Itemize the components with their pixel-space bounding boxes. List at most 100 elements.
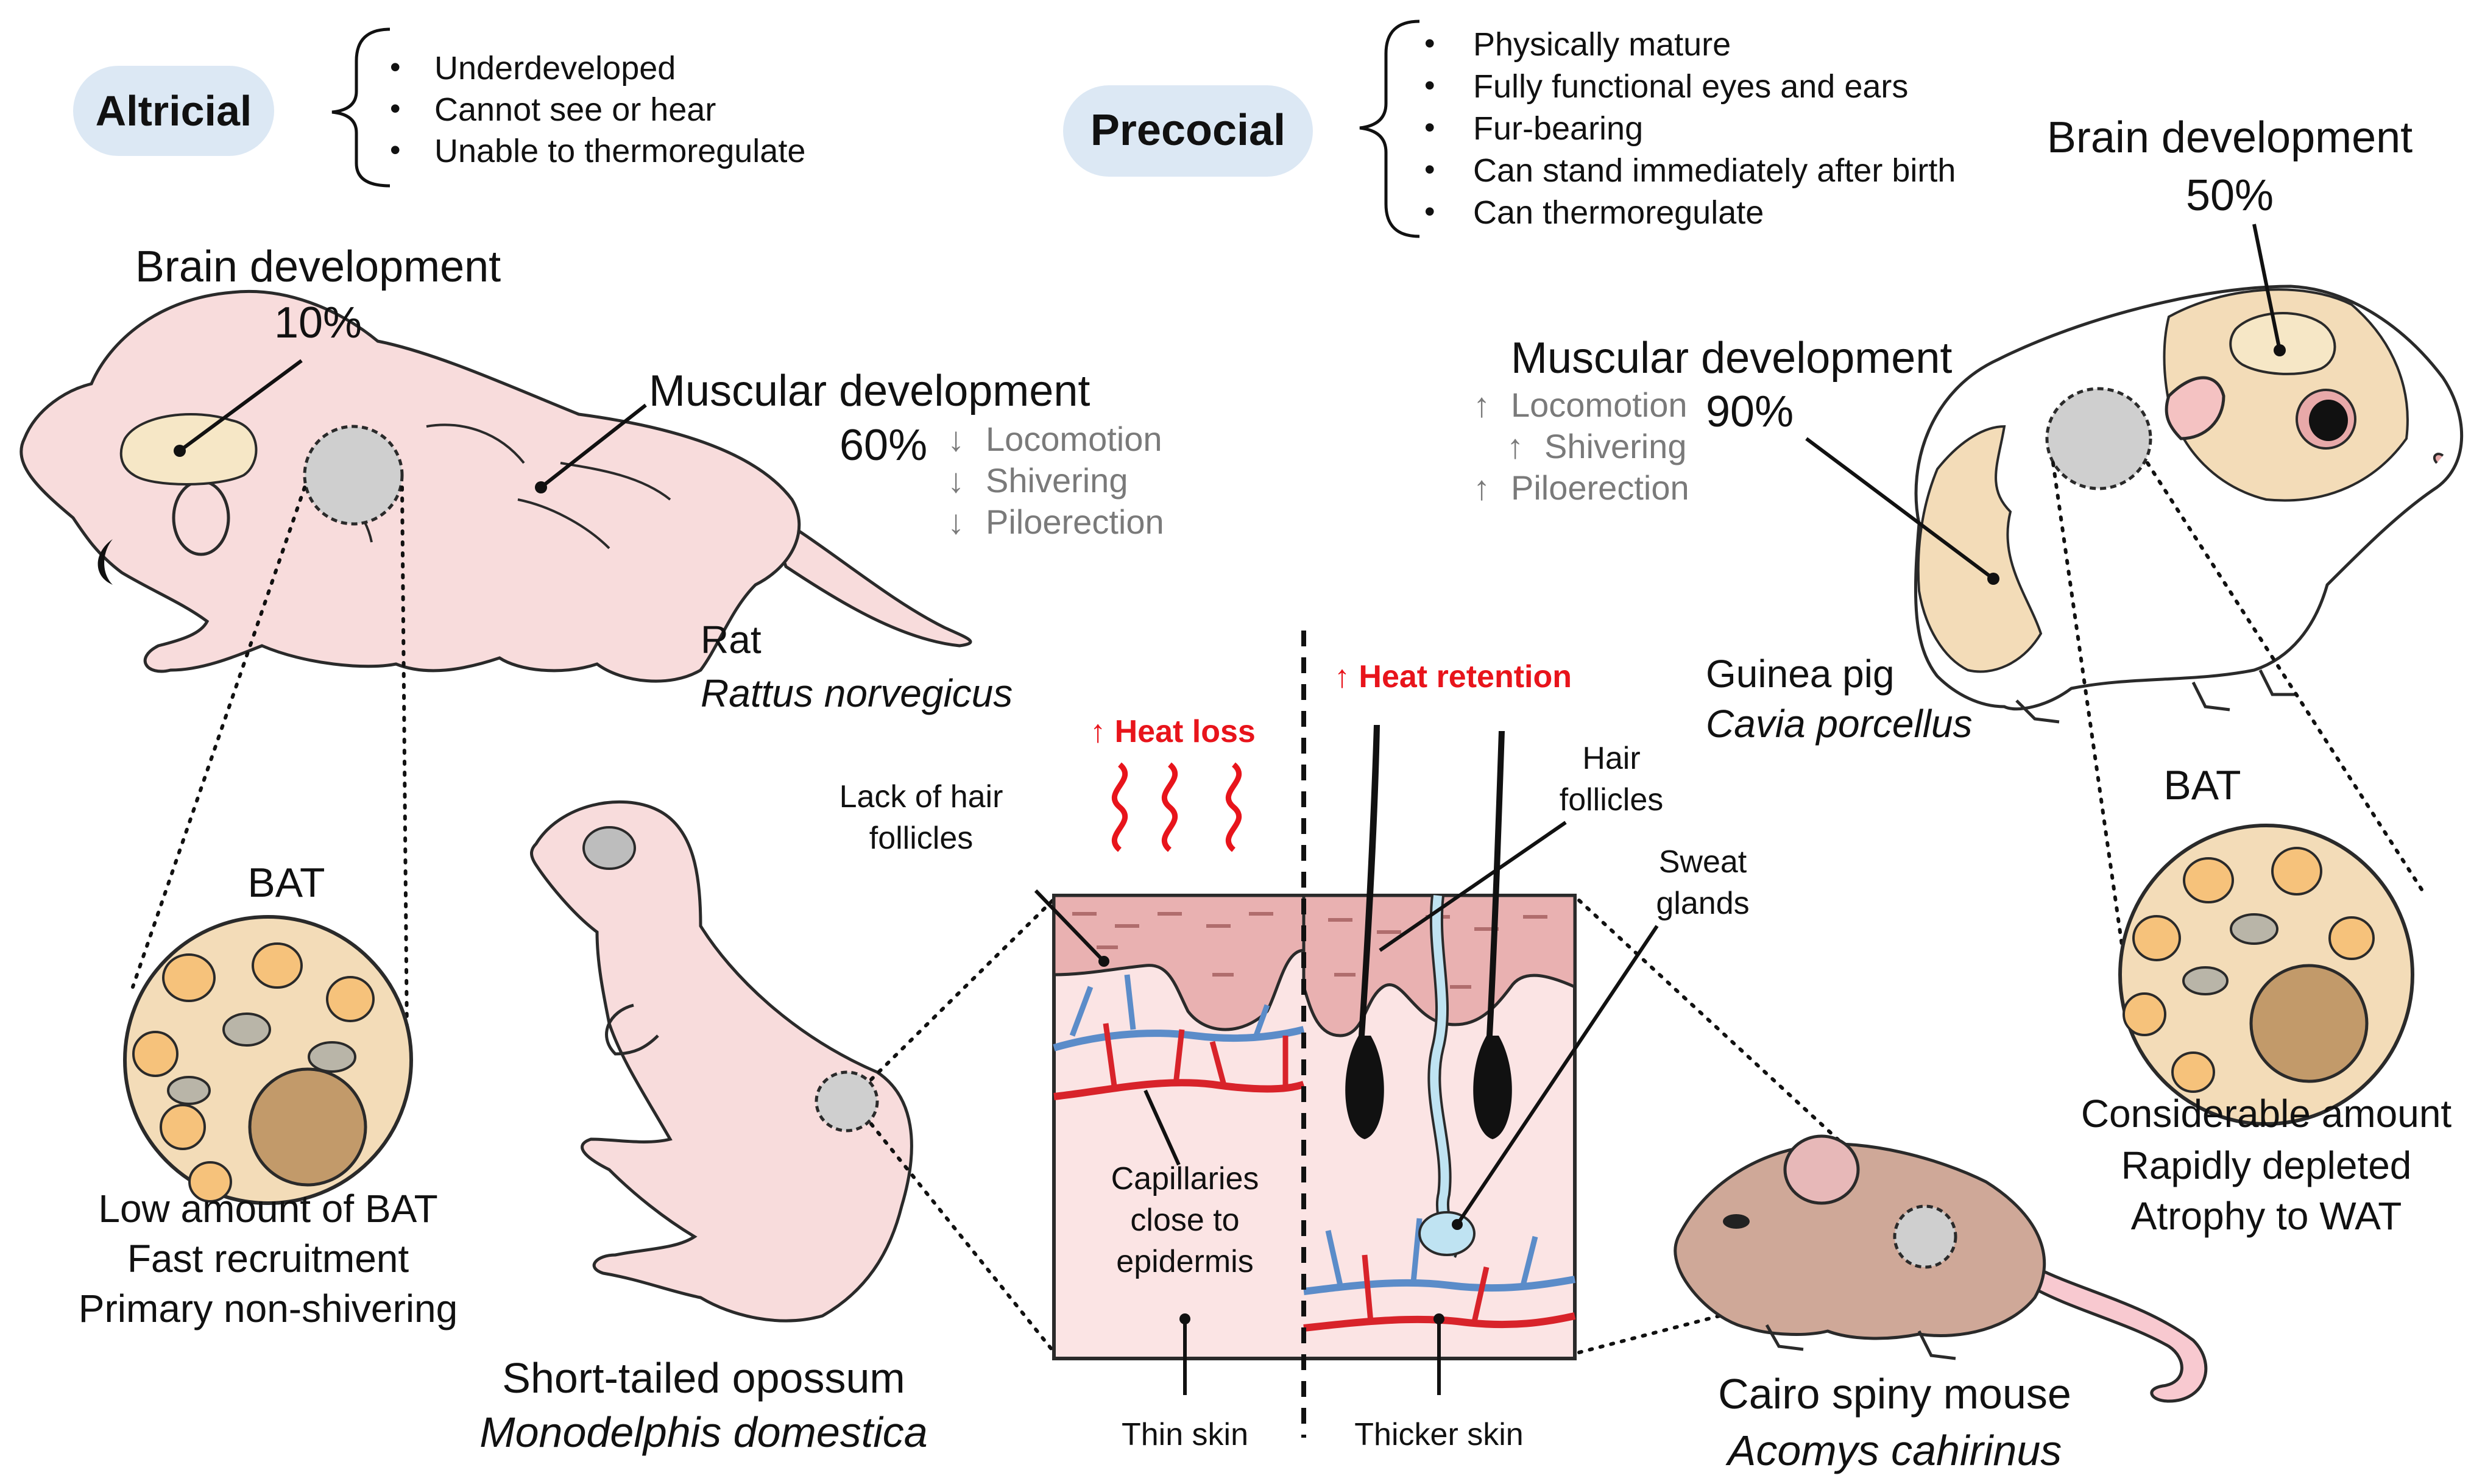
rat-name: Rat [701,618,762,662]
rat-illustration [19,289,972,683]
rat-bat-adipocyte [160,1104,206,1150]
skin-vessel-red [1053,1079,1305,1100]
guinea-pig-nose [2433,453,2444,464]
guinea-pig-muscle-value: 90% [1706,387,1794,436]
lack-hair-label: follicles [869,821,974,856]
rat-bat-mitochondrion [167,1076,211,1105]
guinea-pig-effect: Locomotion [1511,386,1688,424]
thin-skin-leader-dot [1179,1313,1190,1324]
altricial-brace [331,27,391,188]
skin-epidermis-thin [1052,894,1306,1031]
guinea-pig-pupil [2309,400,2348,441]
rat-bat-note: Low amount of BAT [98,1187,437,1231]
rat-brain-leader [179,359,303,453]
precocial-bullet: • [1424,152,1435,186]
rat-ear [172,479,230,556]
opossum-arm [605,1003,659,1056]
guinea-pig-bat-adipocyte [2271,847,2322,896]
rat-bat-mitochondrion [308,1041,356,1073]
lack-hair-leader-dot [1098,956,1109,967]
guinea-pig-bat-note: Atrophy to WAT [2131,1194,2402,1238]
guinea-pig-effect-arrow: ↑ [1507,427,1524,465]
guinea-pig-bat-note: Considerable amount [2081,1092,2452,1136]
spiny-mouse-eye [1723,1214,1750,1229]
precocial-label: Precocial [1091,106,1285,155]
spiny-mouse-bat-location [1893,1204,1957,1269]
thin-skin-label: Thin skin [1122,1417,1248,1452]
rat-skin-fold [426,423,525,464]
rat-bat-adipocyte [132,1031,179,1077]
altricial-trait: Cannot see or hear [434,91,716,128]
guinea-pig-muscle-leader [1805,437,1995,581]
guinea-pig-bat-title: BAT [2163,762,2241,808]
rat-brain-title: Brain development [135,242,501,291]
rat-skin-fold [517,498,610,549]
rat-bat-zoom-line [400,486,409,1037]
guinea-pig-muscle-leader-dot [1987,573,1999,585]
opossum-eye [582,826,636,870]
rat-brain-leader-dot [174,445,186,457]
hair-shaft [1359,725,1380,1036]
precocial-bullet: • [1424,194,1435,228]
sweat-gland-coil [1418,1211,1476,1256]
guinea-pig-bat-zoom-line [2051,461,2128,977]
precocial-trait: Can stand immediately after birth [1473,152,1956,189]
guinea-pig-bat-note: Rapidly depleted [2121,1143,2412,1187]
precocial-bullet: • [1424,110,1435,144]
skin-vessel-blue [1069,974,1270,1040]
heat-wave-icon [1162,762,1178,852]
guinea-pig-bat-zoom [2051,461,2423,1126]
lack-hair-label: Lack of hair [840,779,1003,814]
guinea-pig-muscle-title: Muscular development [1511,334,1952,383]
altricial-trait: Underdeveloped [434,50,676,87]
rat-bat-adipocyte [162,953,216,1002]
opossum-zoom-line [869,896,1057,1081]
altricial-pill [73,66,274,156]
guinea-pig-bat-zoom-line [2146,461,2423,891]
guinea-pig-bat-adipocyte [2183,857,2234,903]
heat-loss-label: ↑ Heat loss [1090,714,1256,749]
precocial-trait: Physically mature [1473,26,1731,63]
guinea-pig-bat-location [2045,387,2152,490]
guinea-pig-brain-value: 50% [2186,171,2274,220]
hair-follicles-label: follicles [1560,782,1664,818]
rat-muscle-value: 60% [840,421,927,470]
guinea-pig-brain-title: Brain development [2047,113,2413,162]
spiny-mouse-zoom-line [1577,1265,1909,1354]
rat-bat-zoom [123,486,413,1205]
rat-bat-note: Fast recruitment [127,1237,409,1281]
hair-follicles-leader [1379,821,1567,952]
guinea-pig-brain-icon [2229,312,2336,375]
skin-vessel-red [1303,1312,1576,1332]
guinea-pig-bat-adipocyte [2132,915,2181,961]
altricial-bullet: • [390,133,401,167]
rat-muscle-title: Muscular development [649,367,1090,415]
altricial-bullet: • [390,50,401,84]
guinea-pig-species: Cavia porcellus [1706,702,1973,746]
spiny-mouse-tail [2026,1265,2208,1403]
altricial-bullet: • [390,91,401,125]
spiny-mouse-illustration [1577,899,2208,1403]
capillaries-label: epidermis [1116,1244,1253,1279]
precocial-bullet: • [1424,68,1435,102]
skin-diagram [1034,631,1659,1438]
rat-bat-location [303,425,404,526]
heat-wave-icon [1226,762,1242,852]
rat-skin-fold [560,462,671,501]
guinea-pig-brain-leader-dot [2274,344,2286,356]
precocial-pill [1063,85,1313,177]
capillaries-label: close to [1130,1203,1239,1238]
capillaries-label: Capillaries [1111,1161,1259,1196]
rat-brain-icon [119,413,258,486]
spiny-mouse-ear [1783,1134,1860,1205]
opossum-bat-location [815,1070,879,1132]
guinea-pig-bat-adipocyte [2328,916,2375,960]
guinea-pig-effect: Shivering [1544,427,1686,465]
rat-effect-arrow: ↓ [947,461,964,500]
capillaries-leader [1144,1089,1181,1166]
spiny-mouse-species: Acomys cahirinus [1725,1427,2062,1474]
altricial-header: Altricial • • • Underdeveloped Cannot se… [73,27,805,188]
sweat-glands-leader [1455,925,1659,1226]
guinea-pig-bat-adipocyte [2171,1051,2215,1093]
rat-bat-nucleus [248,1067,367,1187]
